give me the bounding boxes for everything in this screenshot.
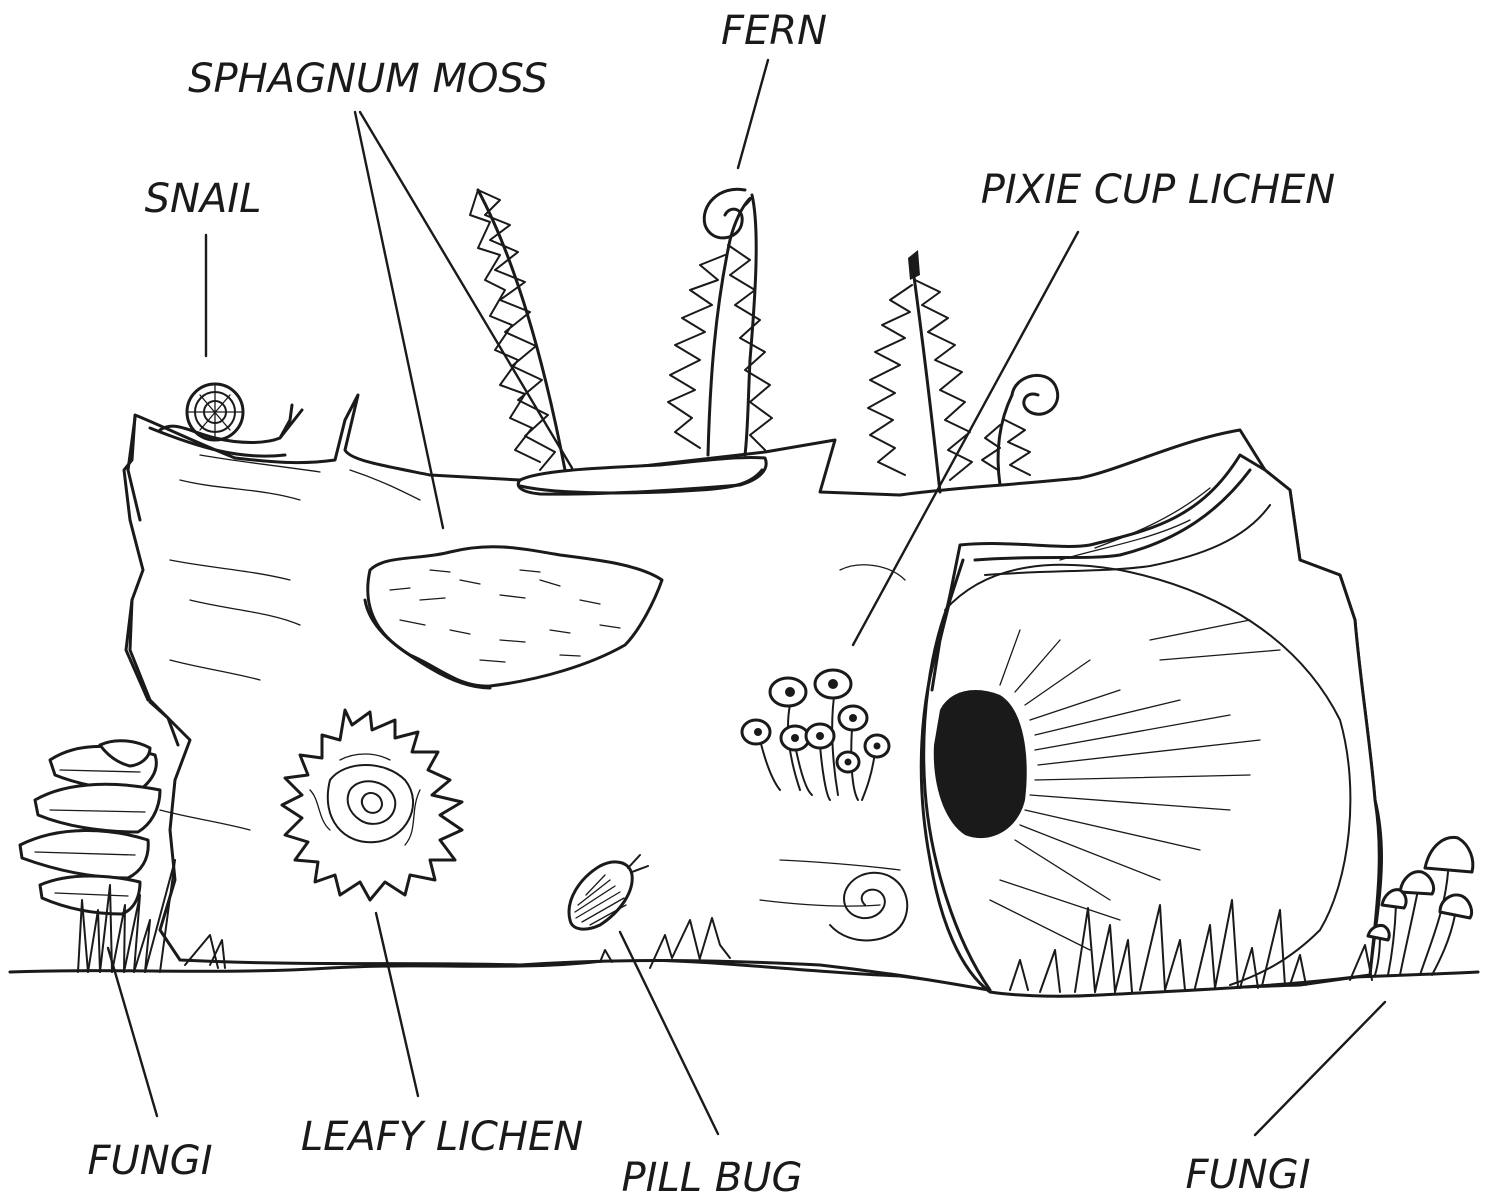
label-fungi-right: FUNGI — [1186, 1152, 1311, 1198]
fungi-left — [20, 741, 160, 914]
label-fungi-left: FUNGI — [88, 1138, 213, 1184]
label-pill-bug: PILL BUG — [622, 1155, 803, 1198]
label-fern: FERN — [721, 8, 827, 54]
fern-fiddlehead — [982, 375, 1058, 485]
fungi-right — [1368, 837, 1473, 975]
label-leafy-lichen: LEAFY LICHEN — [301, 1114, 583, 1160]
leader-fern — [738, 60, 768, 168]
leader-fungi-right — [1255, 1002, 1385, 1135]
label-pixie-cup-lichen: PIXIE CUP LICHEN — [981, 167, 1335, 213]
label-sphagnum-moss: SPHAGNUM MOSS — [188, 56, 548, 102]
fern-left — [470, 190, 565, 470]
fern-middle — [668, 189, 772, 455]
label-snail: SNAIL — [145, 176, 262, 222]
leader-fungi-left — [108, 948, 157, 1116]
